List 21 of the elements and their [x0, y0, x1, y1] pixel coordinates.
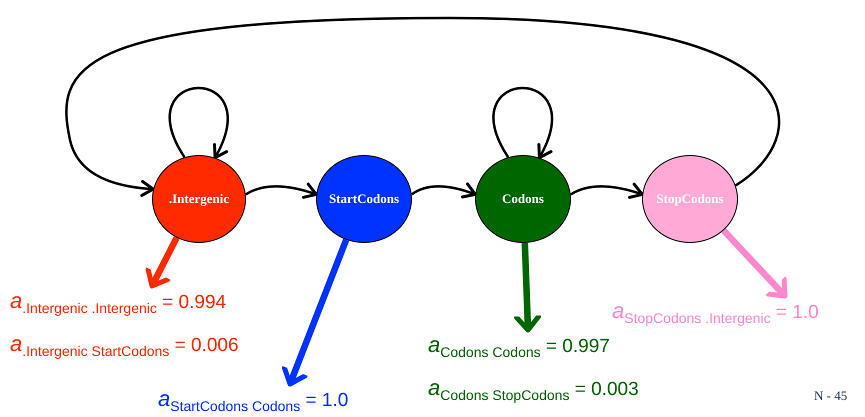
arrow	[65, 16, 780, 197]
arrow	[411, 182, 477, 199]
transition-probability: a$_{StopCodons .Intergenic}$ = 1.0	[612, 300, 819, 328]
arrow	[721, 228, 788, 298]
arrow	[570, 182, 644, 200]
state-circle: Codons	[475, 155, 571, 243]
state-circle: StartCodons	[316, 155, 412, 243]
state-circle: StopCodons	[642, 155, 738, 243]
arrow	[146, 236, 180, 288]
arrow	[168, 86, 229, 160]
transition-probability: a$_{.Intergenic .Intergenic}$ = 0.994	[10, 290, 228, 318]
transition-probability: a$_{.Intergenic StartCodons}$ = 0.006	[10, 333, 239, 361]
page-number: N - 45	[814, 388, 848, 404]
transition-probability: a$_{StartCodons Codons}$ = 1.0	[158, 388, 348, 416]
transition-probability: a$_{Codons Codons}$ = 0.997	[428, 334, 611, 362]
transition-probability: a$_{Codons StopCodons}$ = 0.003	[428, 377, 639, 405]
arrow	[282, 238, 350, 386]
arrow	[492, 86, 554, 160]
state-circle: .Intergenic	[152, 155, 246, 243]
arrow	[245, 182, 318, 200]
arrow	[514, 242, 542, 332]
